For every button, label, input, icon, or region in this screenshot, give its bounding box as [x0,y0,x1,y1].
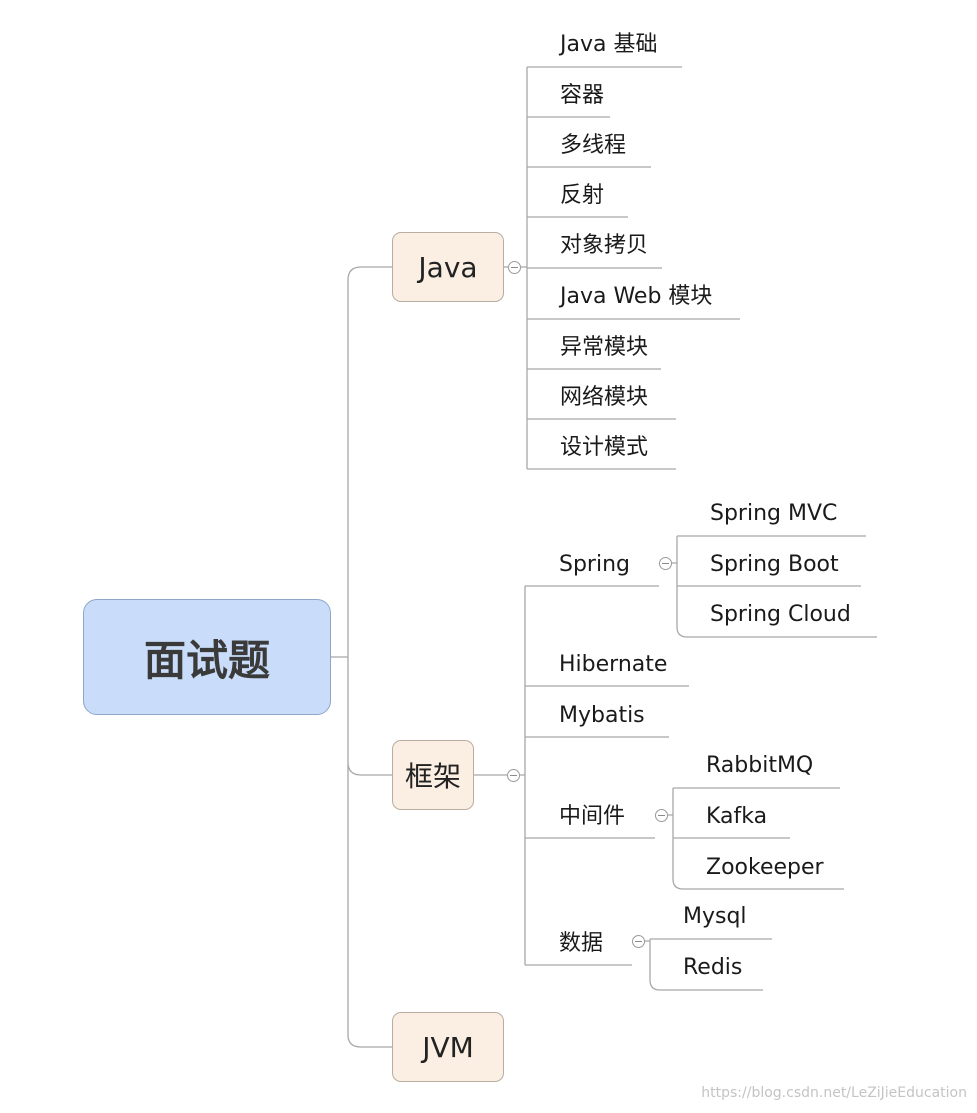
java-collapse-icon[interactable] [508,261,521,274]
root-node[interactable]: 面试题 [83,599,331,715]
middleware-collapse-icon[interactable] [655,809,668,822]
spring-node[interactable]: Spring [559,552,630,577]
spring-item-1[interactable]: Spring MVC [710,501,838,526]
framework-collapse-icon[interactable] [507,769,520,782]
spring-collapse-icon[interactable] [659,557,672,570]
java-item-2[interactable]: 容器 [560,83,605,108]
data-node[interactable]: 数据 [559,931,604,956]
hibernate-node[interactable]: Hibernate [559,652,668,677]
middleware-node[interactable]: 中间件 [559,804,626,829]
jvm-node[interactable]: JVM [392,1012,504,1082]
watermark: https://blog.csdn.net/LeZiJieEducation [701,1085,967,1101]
framework-node[interactable]: 框架 [392,740,474,810]
data-item-1[interactable]: Mysql [683,904,747,929]
middleware-item-3[interactable]: Zookeeper [706,855,824,880]
java-item-4[interactable]: 反射 [560,183,605,208]
java-item-8[interactable]: 网络模块 [560,385,649,410]
java-item-7[interactable]: 异常模块 [560,335,649,360]
java-node[interactable]: Java [392,232,504,302]
java-item-5[interactable]: 对象拷贝 [560,233,649,258]
java-item-6[interactable]: Java Web 模块 [560,284,713,309]
mybatis-node[interactable]: Mybatis [559,703,645,728]
java-item-9[interactable]: 设计模式 [560,435,649,460]
spring-item-2[interactable]: Spring Boot [710,552,839,577]
middleware-item-2[interactable]: Kafka [706,804,768,829]
java-item-1[interactable]: Java 基础 [560,32,658,57]
data-item-2[interactable]: Redis [683,955,743,980]
java-item-3[interactable]: 多线程 [560,133,627,158]
spring-item-3[interactable]: Spring Cloud [710,602,851,627]
data-collapse-icon[interactable] [632,935,645,948]
middleware-item-1[interactable]: RabbitMQ [706,753,814,778]
